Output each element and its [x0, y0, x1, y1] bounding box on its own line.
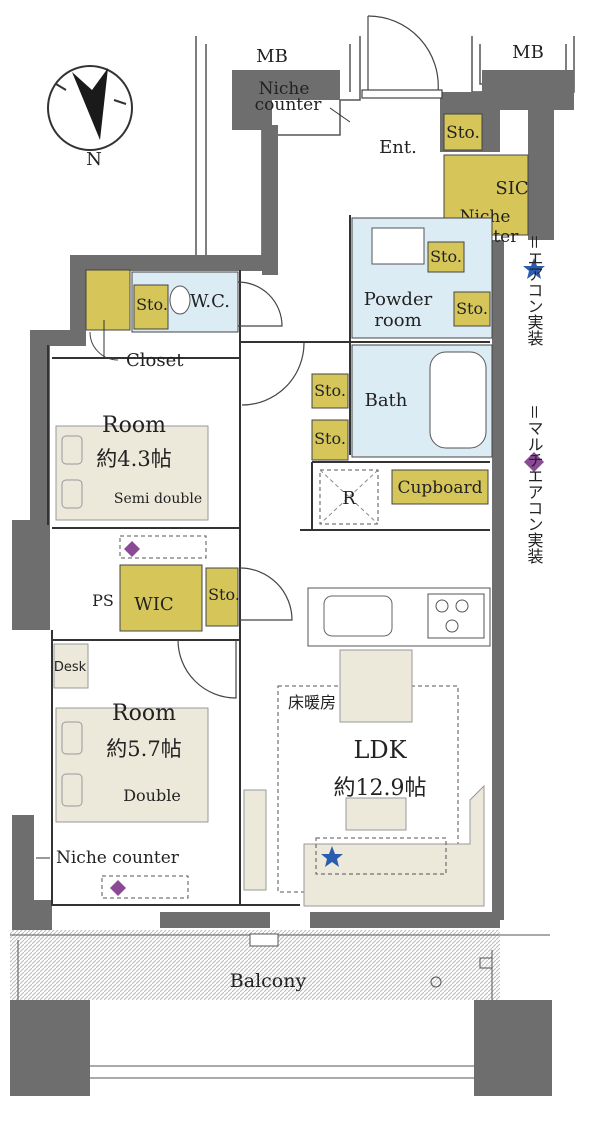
ldk-name: LDK — [353, 736, 407, 764]
room2-multi-aircon-diamond — [110, 880, 126, 896]
sto-wc — [133, 284, 169, 330]
cupboard — [391, 469, 489, 505]
powder-room-label-2: room — [374, 310, 421, 331]
room2-door — [177, 639, 237, 699]
sofa — [303, 784, 485, 907]
sic-label: SIC — [495, 178, 528, 199]
balcony-pillars — [10, 1000, 552, 1096]
toilet — [169, 285, 191, 315]
closet-door — [89, 331, 119, 361]
sto-powder-top-label: Sto. — [430, 247, 462, 266]
wic — [119, 564, 203, 632]
niche-counter-bottom-label: Niche counter — [56, 848, 180, 868]
balcony-handrail — [90, 1065, 474, 1079]
north-compass-icon: N — [47, 65, 133, 170]
dining-table — [339, 649, 413, 831]
desk-label: Desk — [54, 660, 87, 675]
sto-wic — [205, 567, 239, 627]
ps-label: PS — [92, 591, 114, 610]
sto-hall-1 — [311, 373, 349, 409]
legend: ＝エアコン実装 ＝マルチエアコン実装 — [523, 234, 545, 564]
hall-door — [241, 342, 305, 406]
room2-size: 約5.7帖 — [106, 737, 181, 761]
tv-board — [243, 789, 267, 891]
north-label: N — [86, 149, 102, 170]
sto-hall-2-label: Sto. — [314, 429, 346, 448]
wic-hall-door — [239, 567, 293, 621]
room1-name: Room — [102, 413, 166, 438]
powder-sink — [371, 227, 425, 265]
sto-powder — [453, 291, 491, 327]
niche-counter-top-arrow — [329, 107, 351, 123]
sto-powder-label: Sto. — [456, 299, 488, 318]
bathtub — [429, 351, 487, 449]
legend-diamond-icon — [524, 452, 544, 472]
niche-counter-top-label-1: Niche — [259, 79, 310, 99]
room1-multi-aircon-unit — [119, 535, 207, 559]
ldk-aircon-star — [321, 846, 343, 867]
ldk-aircon-unit — [315, 837, 447, 875]
room2-bed — [55, 707, 209, 823]
closet-label: Closet — [126, 350, 184, 371]
room1-size: 約4.3帖 — [96, 447, 171, 471]
sto-wc-label: Sto. — [136, 295, 168, 314]
mb-left-label: MB — [256, 46, 288, 67]
wc-door — [237, 281, 283, 327]
entrance-label: Ent. — [379, 137, 417, 158]
sto-entrance-label: Sto. — [446, 123, 480, 143]
wic-label: WIC — [134, 594, 173, 615]
stove-icon — [427, 593, 485, 639]
entrance-door — [361, 15, 443, 99]
room1-bed-label: Semi double — [114, 491, 202, 507]
legend-star-icon — [523, 258, 545, 279]
sto-wic-label: Sto. — [208, 585, 240, 604]
refrigerator-label: R — [342, 488, 356, 509]
room1-bed — [55, 425, 209, 521]
closet-arrow — [103, 320, 124, 359]
mb-right-label: MB — [512, 42, 544, 63]
room2-bed-label: Double — [123, 786, 181, 805]
legend-aircon-text: ＝エアコン実装 — [525, 234, 544, 346]
desk — [53, 643, 89, 689]
powder-room-label-1: Powder — [364, 289, 433, 310]
closet — [85, 269, 131, 331]
refrigerator-cross — [319, 469, 379, 525]
balcony-area — [10, 930, 550, 1000]
interior-walls — [47, 215, 490, 906]
sto-entrance — [443, 113, 483, 151]
room1-multi-aircon-diamond — [124, 541, 140, 557]
wc-label: W.C. — [190, 291, 230, 312]
exterior-walls — [12, 70, 574, 930]
bath-label: Bath — [365, 390, 408, 411]
sto-hall-2 — [311, 419, 349, 461]
sto-powder-top — [427, 241, 465, 273]
legend-multi-aircon-text: ＝マルチエアコン実装 — [525, 404, 544, 564]
floor-heating-label: 床暖房 — [288, 693, 336, 712]
niche-counter-top-label-2: counter — [255, 95, 323, 115]
kitchen-sink — [323, 595, 393, 637]
balcony-label: Balcony — [230, 970, 307, 992]
sto-hall-1-label: Sto. — [314, 381, 346, 400]
room2-name: Room — [112, 701, 176, 726]
room2-multi-aircon-unit — [101, 875, 189, 899]
ldk-size: 約12.9帖 — [334, 776, 427, 801]
cupboard-label: Cupboard — [397, 478, 482, 498]
